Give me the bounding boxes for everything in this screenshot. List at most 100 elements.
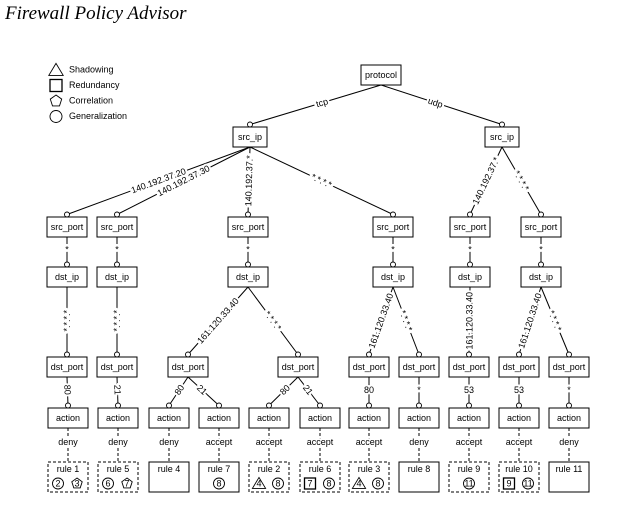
- node-box: [449, 216, 491, 238]
- rule-box: [148, 461, 190, 493]
- anomaly-mark-square: 9: [502, 477, 516, 490]
- edge-line: [249, 146, 394, 215]
- node-box: [46, 356, 88, 378]
- correlation-pentagon-icon: [121, 477, 133, 489]
- node-dst-ip-di6: dst_ip: [520, 266, 562, 288]
- node-label: action: [457, 413, 481, 423]
- node-box: [520, 216, 562, 238]
- node-label: action: [407, 413, 431, 423]
- node-label: src_ip: [238, 132, 262, 142]
- edge-label: *.*.*.*: [546, 309, 564, 333]
- edge-endpoint-icon: [266, 402, 272, 409]
- node-action-a5: action: [248, 407, 290, 429]
- node-label: dst_ip: [236, 272, 260, 282]
- node-src-port-sp1: src_port: [46, 216, 88, 238]
- edge-endpoint-icon: [65, 402, 71, 409]
- anomaly-rule-number: 7: [307, 479, 312, 489]
- edge-endpoint-icon: [64, 261, 70, 268]
- edge-di1-dp1: *.*.*.*: [60, 287, 74, 358]
- node-action-a11: action: [548, 407, 590, 429]
- node-dst-port-dp3: dst_port: [167, 356, 209, 378]
- node-label: protocol: [365, 70, 397, 80]
- edge-endpoint-icon: [538, 261, 544, 268]
- legend-item-generalization: Generalization: [49, 110, 127, 123]
- edge-label: *: [246, 244, 250, 254]
- edge-dp6-a8: *: [415, 377, 423, 409]
- node-box: [96, 356, 138, 378]
- edge-label: *: [115, 244, 119, 254]
- node-label: src_port: [525, 222, 558, 232]
- edge-endpoint-icon: [516, 351, 522, 358]
- node-action-a1: action: [47, 407, 89, 429]
- edge-label: 140.192.37.*: [243, 155, 255, 207]
- edge-P-S2: udp: [380, 84, 505, 128]
- edge-endpoint-icon: [499, 121, 505, 128]
- edge-sp6-di6: *: [537, 237, 545, 268]
- anomaly-mark-circle: 8: [372, 477, 384, 490]
- legend-item-correlation: Correlation: [49, 94, 113, 107]
- anomaly-rule-number: 6: [105, 479, 110, 489]
- edge-label: 80: [173, 383, 187, 397]
- generalization-circle-icon: [213, 477, 225, 490]
- shadowing-triangle-icon: [251, 476, 267, 489]
- edge-S2-sp6: *.*.*.*: [501, 146, 544, 218]
- node-dst-port-dp2: dst_port: [96, 356, 138, 378]
- node-box: [548, 356, 590, 378]
- rule-label: rule 9: [458, 464, 481, 474]
- legend-item-redundancy: Redundancy: [49, 78, 120, 93]
- edge-label: 21: [112, 385, 122, 395]
- node-src-ip-S2: src_ip: [484, 126, 520, 148]
- anomaly-rule-number: 11: [523, 479, 532, 489]
- decision-label: accept: [356, 437, 383, 447]
- edge-endpoint-icon: [390, 211, 396, 218]
- edge-endpoint-icon: [115, 402, 121, 409]
- node-box: [96, 266, 138, 288]
- node-label: action: [507, 413, 531, 423]
- edge-sp2-di2: *: [113, 237, 121, 268]
- edge-endpoint-icon: [467, 261, 473, 268]
- rule-label: rule 6: [309, 464, 332, 474]
- node-dst-port-dp1: dst_port: [46, 356, 88, 378]
- edge-label: *: [468, 244, 472, 254]
- node-label: dst_port: [51, 362, 84, 372]
- edge-endpoint-icon: [64, 351, 70, 358]
- edge-dp5-a7: 80: [362, 377, 376, 409]
- node-label: dst_port: [282, 362, 315, 372]
- edge-endpoint-icon: [114, 261, 120, 268]
- edge-label: *.*.*.*: [310, 172, 334, 190]
- node-dst-ip-di1: dst_ip: [46, 266, 88, 288]
- node-dst-ip-di4: dst_ip: [372, 266, 414, 288]
- edge-label: 80: [364, 385, 374, 395]
- shadowing-triangle-icon: [48, 62, 64, 76]
- anomaly-rule-number: 3: [74, 479, 79, 489]
- legend-label: Generalization: [69, 111, 127, 121]
- node-action-a9: action: [448, 407, 490, 429]
- anomaly-rule-number: 9: [506, 479, 511, 489]
- anomaly-rule-number: 7: [124, 479, 129, 489]
- edge-line: [187, 376, 220, 406]
- edge-label: 53: [464, 385, 474, 395]
- edge-P-S1: tcp: [247, 84, 382, 128]
- edge-label: *: [567, 385, 571, 395]
- edge-endpoint-icon: [390, 261, 396, 268]
- edge-dp3-a4: 21: [187, 376, 222, 409]
- anomaly-rule-number: 8: [326, 479, 331, 489]
- edge-line: [468, 286, 471, 355]
- node-label: src_ip: [490, 132, 514, 142]
- node-src-port-sp6: src_port: [520, 216, 562, 238]
- edge-line: [247, 286, 299, 355]
- node-label: src_port: [377, 222, 410, 232]
- node-dst-port-dp4: dst_port: [277, 356, 319, 378]
- generalization-circle-icon: [522, 477, 534, 490]
- edge-di3-dp4: *.*.*.*: [247, 286, 301, 358]
- decision-label: deny: [159, 437, 179, 447]
- edge-endpoint-icon: [166, 402, 172, 409]
- node-label: action: [557, 413, 581, 423]
- edge-label: *.*.*.*: [397, 309, 414, 333]
- decision-label: accept: [307, 437, 334, 447]
- node-action-a2: action: [97, 407, 139, 429]
- node-label: src_port: [454, 222, 487, 232]
